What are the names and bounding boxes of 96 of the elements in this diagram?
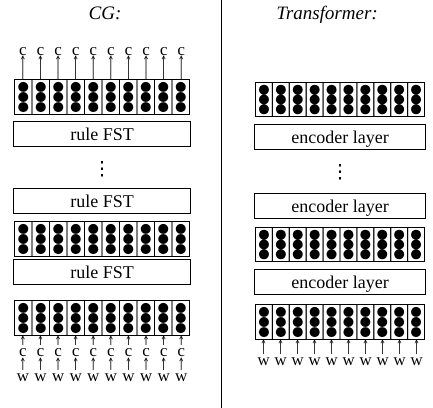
layer-box: rule FST (13, 188, 191, 214)
arrow (74, 56, 78, 80)
token-label: w (274, 354, 288, 366)
token-label: c (51, 44, 65, 56)
vector-drawing (14, 300, 190, 336)
arrow (38, 358, 42, 370)
token-label: c (156, 44, 171, 56)
token-label: c (104, 44, 118, 56)
ellipsis-label: ⋮ (330, 161, 350, 184)
token-label: c (121, 44, 136, 56)
arrow (364, 340, 368, 354)
arrow (20, 56, 25, 80)
token-label: c (16, 345, 30, 358)
arrow (398, 340, 402, 354)
vector-drawing (14, 79, 190, 115)
token-label: c (86, 345, 100, 358)
arrow (38, 56, 42, 80)
token-label: c (174, 345, 188, 358)
arrow (108, 56, 113, 80)
arrow (162, 358, 166, 370)
token-label: w (104, 370, 118, 382)
arrow (126, 56, 130, 80)
token-label: c (68, 345, 83, 358)
token-label: c (86, 44, 100, 56)
token-label: w (358, 354, 372, 366)
arrow (414, 340, 418, 354)
arrow (20, 336, 25, 346)
vector-drawing (255, 82, 425, 117)
arrow (162, 336, 166, 346)
arrow (74, 336, 78, 346)
token-label: w (86, 370, 100, 382)
arrow (20, 358, 25, 370)
panel-title: CG: (88, 3, 122, 25)
arrow (56, 358, 60, 370)
token-label: w (342, 354, 356, 366)
arrow (179, 336, 184, 346)
vector-drawing (14, 221, 190, 257)
layer-box: rule FST (13, 259, 191, 285)
arrow (56, 56, 60, 80)
arrow (144, 336, 148, 346)
arrow (126, 336, 130, 346)
token-label: c (33, 345, 48, 358)
arrow (38, 336, 42, 346)
token-label: w (139, 370, 153, 382)
ellipsis-label: ⋮ (92, 158, 112, 181)
token-label: w (308, 354, 322, 366)
arrow (108, 358, 113, 370)
arrow (108, 336, 113, 346)
arrow (74, 358, 78, 370)
arrow (296, 340, 300, 354)
arrow (179, 56, 184, 80)
token-label: w (33, 370, 48, 382)
token-label: c (156, 345, 171, 358)
arrow (278, 340, 282, 354)
token-label: w (16, 370, 30, 382)
vector-drawing (255, 304, 425, 340)
arrow (330, 340, 334, 354)
token-label: c (174, 44, 188, 56)
panel-title: Transformer: (275, 3, 379, 25)
arrow (91, 56, 96, 80)
arrow (91, 358, 96, 370)
arrow (144, 358, 148, 370)
arrow (179, 358, 184, 370)
token-label: w (256, 354, 270, 366)
token-label: c (139, 44, 153, 56)
layer-box: encoder layer (254, 269, 426, 295)
token-label: c (16, 44, 30, 56)
token-label: w (174, 370, 188, 382)
token-label: w (290, 354, 304, 366)
arrow (346, 340, 350, 354)
arrow (162, 56, 166, 80)
arrow (56, 336, 60, 346)
arrow (312, 340, 316, 354)
token-label: w (410, 354, 424, 366)
token-label: c (68, 44, 83, 56)
token-label: w (121, 370, 136, 382)
token-label: w (324, 354, 338, 366)
token-label: c (51, 345, 65, 358)
arrow (144, 56, 148, 80)
layer-box: rule FST (13, 121, 191, 147)
token-label: c (104, 345, 118, 358)
vector-drawing (255, 227, 425, 262)
token-label: w (392, 354, 406, 366)
token-label: w (156, 370, 171, 382)
layer-box: encoder layer (254, 124, 426, 150)
token-label: w (376, 354, 390, 366)
token-label: w (51, 370, 65, 382)
token-label: w (68, 370, 83, 382)
token-label: c (33, 44, 48, 56)
arrow (126, 358, 130, 370)
token-label: c (139, 345, 153, 358)
token-label: c (121, 345, 136, 358)
arrow (262, 340, 266, 354)
arrow (91, 336, 96, 346)
arrow (380, 340, 384, 354)
layer-box: encoder layer (254, 193, 426, 219)
